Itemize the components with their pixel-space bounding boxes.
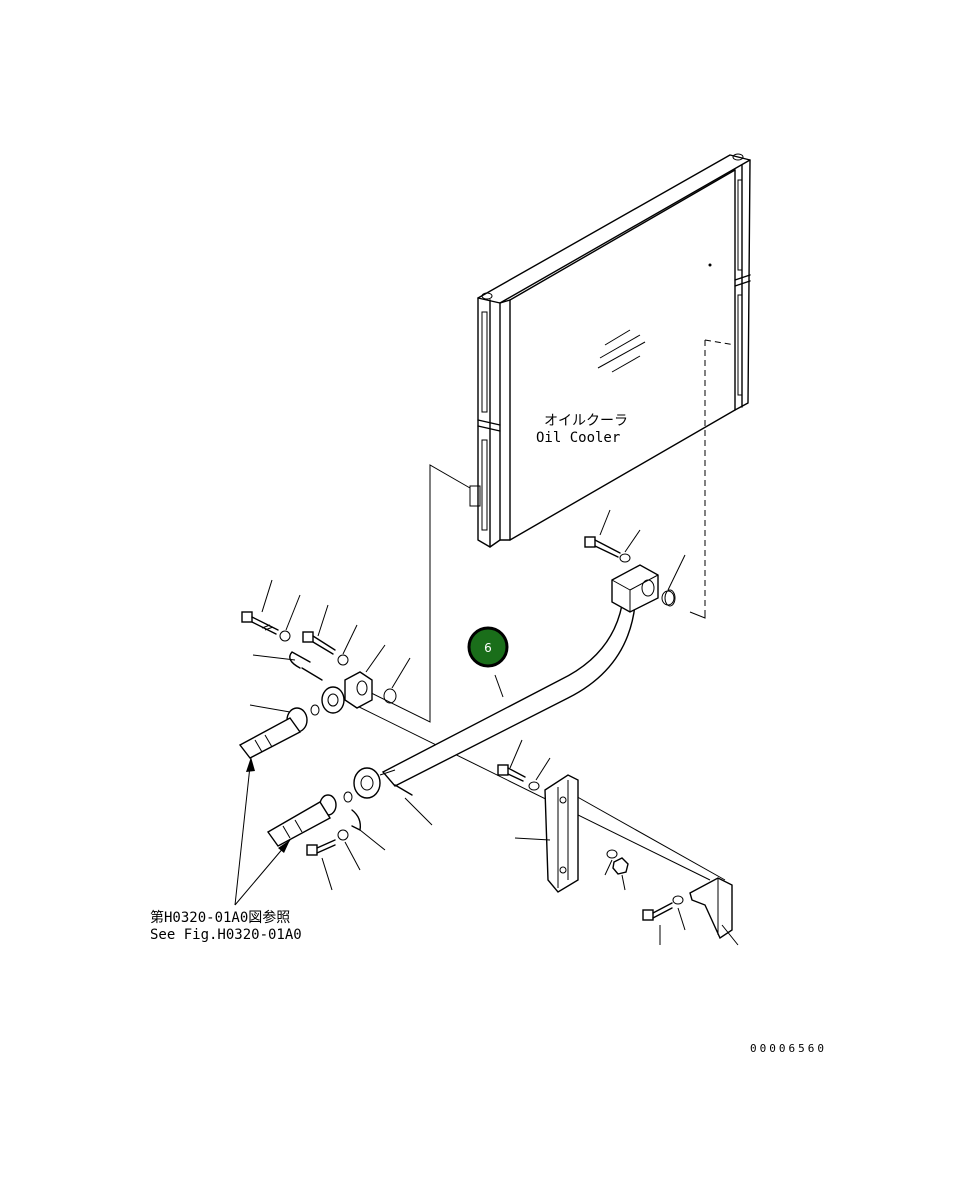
oil-cooler <box>469 153 751 548</box>
hidden-line <box>704 339 736 346</box>
callout-ticks <box>249 509 739 946</box>
drawing-number: 00006560 <box>750 1042 827 1055</box>
left-adapters <box>238 704 413 856</box>
reference-arrows <box>234 756 291 906</box>
oil-cooler-label-jp: オイルクーラ <box>544 413 628 429</box>
callout-badge-6[interactable]: 6 <box>467 626 509 668</box>
leader-lines <box>344 464 726 881</box>
upper-left-fittings <box>241 611 397 714</box>
oil-pipe <box>353 564 675 799</box>
reference-label-jp: 第H0320-01A0図参照 <box>150 909 290 926</box>
reference-label-en: See Fig.H0320-01A0 <box>150 927 302 943</box>
brackets <box>497 764 733 940</box>
callout-number: 6 <box>484 641 492 655</box>
callout-circle <box>467 626 509 668</box>
upper-right-fittings <box>584 536 676 607</box>
oil-cooler-label-en: Oil Cooler <box>536 430 620 446</box>
